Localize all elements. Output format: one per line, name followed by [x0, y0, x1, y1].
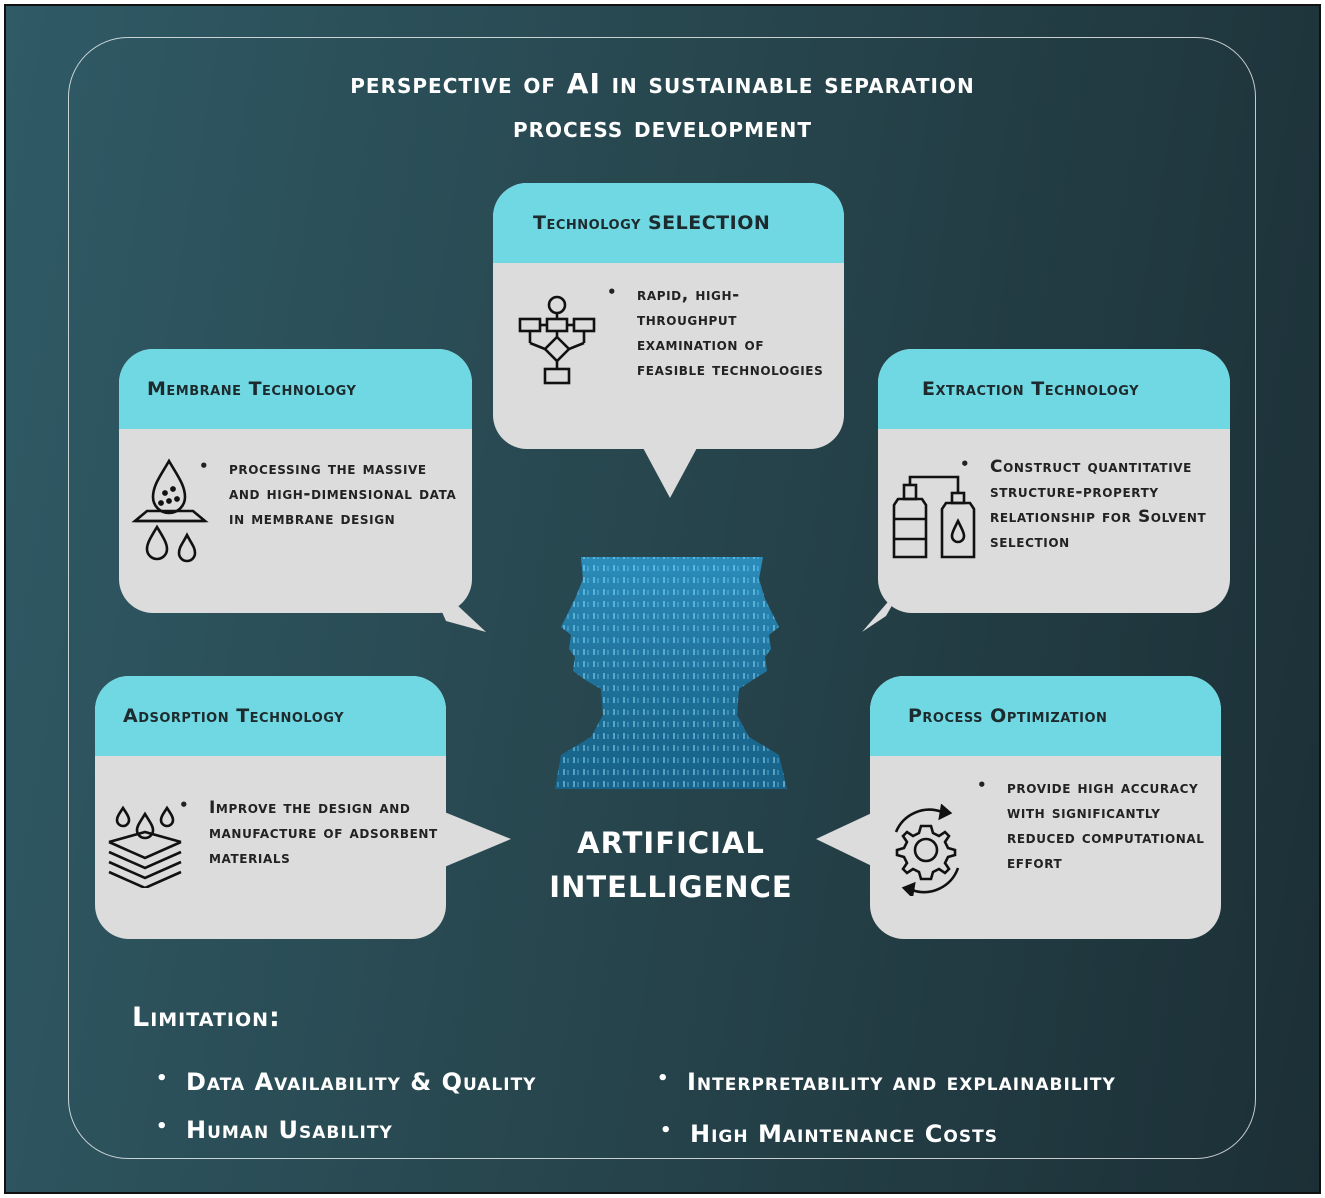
limitation-item: Data Availability & Quality: [156, 1068, 537, 1096]
extraction-technology-title: Extraction Technology: [878, 349, 1230, 429]
center-label-line1: ARTIFICIAL: [577, 826, 765, 860]
limitation-title: Limitation:: [132, 1002, 281, 1033]
adsorption-technology-title: Adsorption Technology: [95, 676, 446, 756]
center-label-line2: INTELLIGENCE: [549, 870, 793, 904]
limitation-item: High Maintenance Costs: [660, 1120, 998, 1148]
tail-technology-selection: [642, 446, 698, 498]
technology-selection-bullet: rapid, high-throughput examination of fe…: [607, 280, 827, 383]
membrane-technology-bullet: processing the massive and high-dimensio…: [199, 454, 459, 532]
ai-head-silhouette-image: [555, 557, 787, 789]
diagram-frame: perspective of AI in sustainable separat…: [4, 4, 1321, 1194]
process-optimization-title: Process Optimization: [870, 676, 1221, 756]
gear-cycle-icon: [894, 804, 960, 896]
technology-selection-title: Technology SELECTION: [493, 183, 844, 263]
flowchart-icon: [518, 295, 596, 385]
process-optimization-bullet: provide high accuracy with significantly…: [977, 773, 1207, 876]
limitation-item: Human Usability: [156, 1116, 393, 1144]
membrane-technology-title: Membrane Technology: [119, 349, 472, 429]
adsorption-technology-bullet: Improve the design and manufacture of ad…: [179, 793, 439, 871]
adsorbent-layers-icon: [108, 805, 182, 888]
technology-selection-box: Technology SELECTION rapid, hig: [493, 183, 844, 449]
diagram-title-line1: perspective of AI in sustainable separat…: [350, 67, 975, 100]
tail-adsorption: [442, 811, 511, 868]
process-optimization-box: Process Optimization provide high accura…: [870, 676, 1221, 939]
adsorption-technology-box: Adsorption Technology Improve the design…: [95, 676, 446, 939]
extraction-technology-box: Extraction Technology Construct quantita…: [878, 349, 1230, 613]
diagram-title-line2: process development: [512, 111, 813, 144]
membrane-technology-box: Membrane Technology processing the massi…: [119, 349, 472, 613]
limitation-item: Interpretability and explainability: [657, 1068, 1116, 1096]
inner-border: [68, 37, 1256, 1159]
extraction-technology-bullet: Construct quantitative structure-propert…: [960, 452, 1230, 555]
tail-process-optimization: [816, 811, 876, 868]
solvent-bottles-icon: [892, 475, 976, 559]
membrane-filter-icon: [131, 458, 209, 563]
